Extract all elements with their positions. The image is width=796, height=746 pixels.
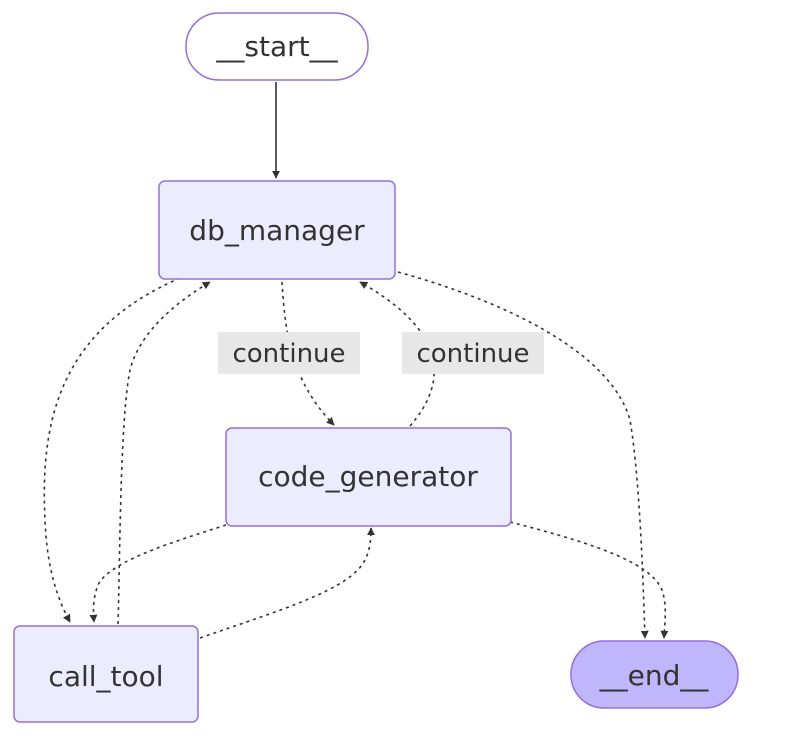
edge-label-background [218, 332, 360, 374]
node-start[interactable]: __start__ [185, 12, 369, 81]
edge-label-text: continue [416, 339, 529, 369]
node-db-manager-shape [158, 180, 396, 280]
node-db-manager-label: db_manager [189, 214, 365, 247]
node-start-shape [185, 12, 369, 81]
edge-label-code-to-db: continue [402, 332, 544, 374]
edge-call-tool-to-code-generator [199, 527, 375, 639]
edge-code-generator-to-call-tool [89, 524, 227, 623]
node-end-label: __end__ [599, 659, 710, 692]
node-end-shape [570, 640, 739, 709]
node-call-tool-label: call_tool [48, 660, 163, 693]
node-call-tool[interactable]: call_tool [13, 625, 199, 723]
edge-label-background [402, 332, 544, 374]
edge-label-text: continue [232, 339, 345, 369]
node-code-generator-shape [225, 427, 512, 527]
edge-call-tool-to-db-manager [117, 281, 211, 625]
node-db-manager[interactable]: db_manager [158, 180, 396, 280]
edge-label-db-to-code: continue [218, 332, 360, 374]
node-code-generator[interactable]: code_generator [225, 427, 512, 527]
edge-db-manager-to-end [397, 271, 649, 639]
node-code-generator-label: code_generator [258, 460, 478, 493]
edge-db-manager-to-code-generator [281, 281, 335, 426]
edge-db-manager-to-call-tool [43, 277, 181, 623]
node-start-label: __start__ [215, 30, 338, 63]
node-call-tool-shape [13, 625, 199, 723]
edge-code-generator-to-end [509, 521, 669, 639]
node-end[interactable]: __end__ [570, 640, 739, 709]
